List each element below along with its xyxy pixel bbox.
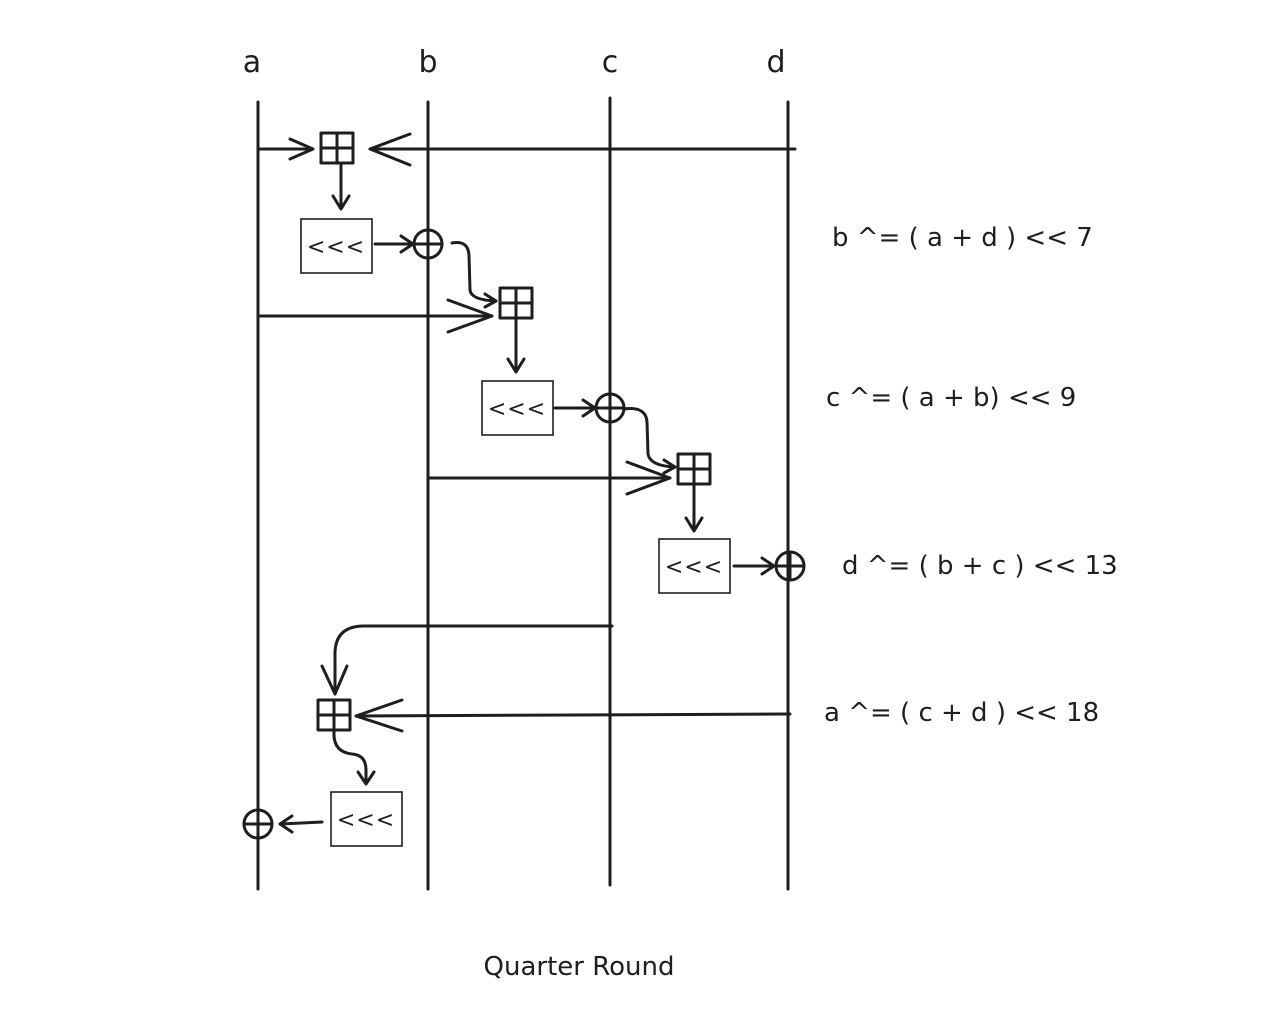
step3-xor bbox=[732, 550, 806, 582]
rotate-label: <<< bbox=[337, 808, 395, 833]
step1-add-operation bbox=[256, 131, 797, 211]
rotate-label: <<< bbox=[665, 555, 723, 580]
rotate-label: <<< bbox=[488, 397, 546, 422]
step4-xor bbox=[242, 808, 324, 840]
modular-add-icon bbox=[676, 452, 712, 486]
step2-rotate-box: <<< bbox=[481, 380, 554, 436]
equation-step1: b ^= ( a + d ) << 7 bbox=[832, 223, 1093, 253]
step2-add-operation bbox=[256, 241, 534, 374]
column-label-d: d bbox=[766, 45, 785, 80]
modular-add-icon bbox=[316, 698, 352, 732]
xor-icon bbox=[242, 808, 274, 840]
modular-add-icon bbox=[319, 131, 355, 165]
step2-xor bbox=[553, 392, 626, 424]
xor-icon bbox=[412, 228, 444, 260]
column-label-a: a bbox=[243, 45, 261, 80]
step4-rotate-box: <<< bbox=[330, 791, 403, 847]
rotate-label: <<< bbox=[307, 235, 365, 260]
column-label-b: b bbox=[418, 45, 437, 80]
equation-step2: c ^= ( a + b) << 9 bbox=[826, 383, 1076, 413]
step4-add-operation bbox=[316, 624, 792, 786]
step1-xor bbox=[373, 228, 444, 260]
modular-add-icon bbox=[498, 286, 534, 320]
xor-icon bbox=[774, 550, 806, 582]
xor-icon bbox=[594, 392, 626, 424]
equation-step4: a ^= ( c + d ) << 18 bbox=[824, 698, 1099, 728]
equation-step3: d ^= ( b + c ) << 13 bbox=[842, 551, 1118, 581]
step1-rotate-box: <<< bbox=[300, 218, 373, 274]
column-label-c: c bbox=[602, 45, 619, 80]
diagram-caption: Quarter Round bbox=[484, 952, 675, 982]
step3-add-operation bbox=[426, 407, 712, 533]
step3-rotate-box: <<< bbox=[658, 538, 731, 594]
